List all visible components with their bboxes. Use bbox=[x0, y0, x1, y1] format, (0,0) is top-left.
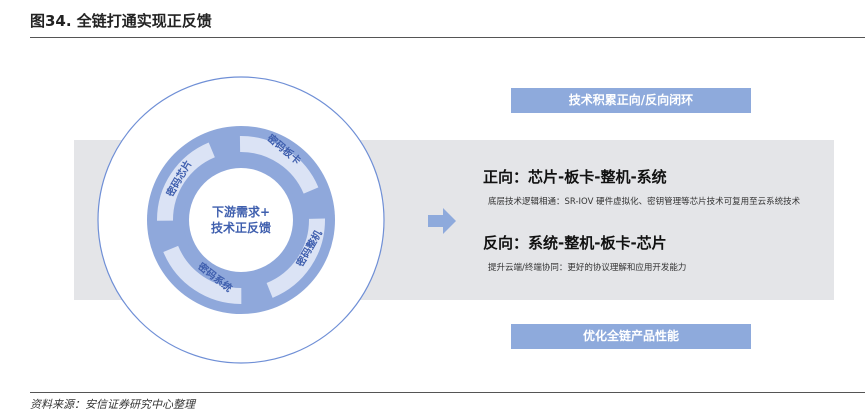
cycle-diagram: 下游需求+ 技术正反馈 密码板卡 密码整机 密码系统 密码芯片 bbox=[97, 76, 385, 364]
forward-detail: 底层技术逻辑相通：SR-IOV 硬件虚拟化、密钥管理等芯片技术可复用至云系统技术 bbox=[488, 197, 801, 207]
source-note: 资料来源：安信证券研究中心整理 bbox=[30, 398, 195, 411]
divider bbox=[30, 37, 865, 38]
figure-title: 图34. 全链打通实现正反馈 bbox=[30, 12, 212, 30]
center-circle bbox=[189, 168, 293, 272]
center-text-1: 下游需求+ bbox=[212, 204, 270, 219]
reverse-detail: 提升云端/终端协同：更好的协议理解和应用开发能力 bbox=[488, 263, 687, 273]
divider bbox=[30, 392, 865, 393]
forward-heading: 正向：芯片-板卡-整机-系统 bbox=[483, 168, 667, 186]
top-box: 技术积累正向/反向闭环 bbox=[511, 88, 751, 113]
bottom-box: 优化全链产品性能 bbox=[511, 324, 751, 349]
right-arrow-icon bbox=[428, 208, 456, 234]
reverse-heading: 反向：系统-整机-板卡-芯片 bbox=[483, 234, 667, 252]
center-text-2: 技术正反馈 bbox=[211, 220, 271, 235]
ring-arrows bbox=[157, 136, 325, 304]
